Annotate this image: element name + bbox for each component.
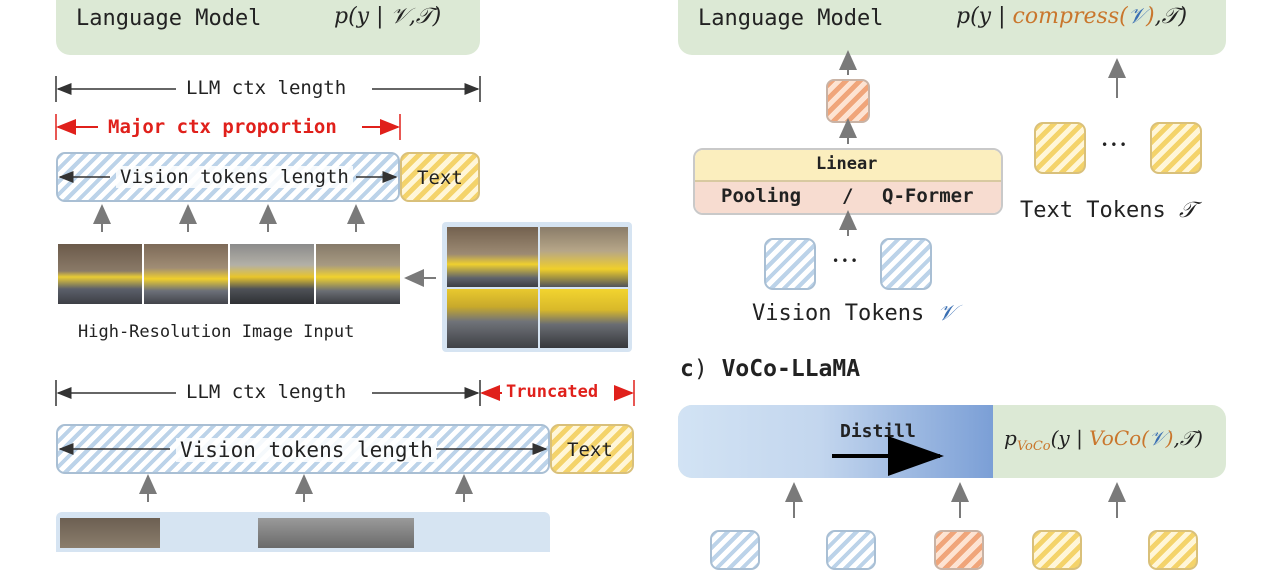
crop-up-arrows bbox=[93, 204, 365, 232]
hr-image-quad-tr bbox=[540, 227, 628, 287]
bottom-right-up-arrows bbox=[785, 482, 1126, 518]
vision-token-square-2 bbox=[880, 238, 932, 290]
text-token-label-2: Text bbox=[567, 439, 613, 461]
llm-ctx-length-label-2: LLM ctx length bbox=[182, 381, 351, 403]
voco-formula-open: (y | bbox=[1050, 426, 1090, 450]
arrows-overlay bbox=[55, 50, 1126, 518]
slash-label: / bbox=[842, 185, 854, 207]
hr-crop-4 bbox=[316, 244, 400, 304]
ctx-length-dimension-2 bbox=[55, 380, 481, 406]
left-language-model-label: Language Model bbox=[76, 6, 262, 31]
text-token-box-2 bbox=[550, 424, 634, 474]
section-c-paren: ) bbox=[693, 356, 708, 382]
section-c-heading: c) VoCo-LLaMA bbox=[680, 356, 860, 382]
qformer-label: Q-Former bbox=[882, 185, 974, 207]
text-tokens-dots: ••• bbox=[1101, 138, 1129, 152]
hr-crop-3 bbox=[230, 244, 314, 304]
formula-v: 𝒱 bbox=[1127, 4, 1147, 29]
formula-compress: compress( bbox=[1012, 4, 1128, 29]
hr-crop-1 bbox=[58, 244, 142, 304]
pooling-layer bbox=[695, 182, 1001, 213]
right-up-arrows bbox=[839, 50, 1126, 236]
hr-image-quad-br bbox=[540, 289, 628, 348]
formula-suffix: ,𝒯) bbox=[1154, 4, 1188, 29]
vision-tokens-symbol: 𝒱 bbox=[937, 301, 956, 326]
hr-image-quad-tl bbox=[447, 227, 538, 287]
vision-tokens-text: Vision Tokens bbox=[752, 301, 925, 326]
voco-formula: pVoCo(y | VoCo(𝒱),𝒯) bbox=[1004, 426, 1203, 454]
pooling-label: Pooling bbox=[721, 185, 802, 207]
voco-formula-v: 𝒱 bbox=[1148, 426, 1166, 450]
linear-layer bbox=[695, 150, 1001, 182]
hr-image-input-caption: High-Resolution Image Input bbox=[78, 322, 355, 342]
text-tokens-label: Text Tokens 𝒯 bbox=[1020, 198, 1196, 223]
bottom-image-2 bbox=[258, 518, 414, 548]
voco-llama-box bbox=[678, 405, 1226, 478]
formula-prefix: p(y | bbox=[956, 4, 1013, 29]
hr-image-quad-bl bbox=[447, 289, 538, 348]
text-token-square-2 bbox=[1150, 122, 1202, 174]
vision-token-square-1 bbox=[764, 238, 816, 290]
llm-ctx-length-label-1: LLM ctx length bbox=[182, 77, 351, 99]
section-c-letter: c bbox=[680, 356, 694, 382]
right-language-model-box bbox=[678, 0, 1226, 55]
truncated-dimension bbox=[480, 380, 635, 406]
text-token-square-1 bbox=[1034, 122, 1086, 174]
truncated-label: Truncated bbox=[504, 382, 601, 402]
left-language-model-box bbox=[56, 0, 480, 55]
major-ctx-dimension bbox=[55, 114, 401, 140]
text-token-label-1: Text bbox=[417, 167, 463, 189]
vision-tokens-label: Vision Tokens 𝒱 bbox=[752, 301, 956, 326]
section-c-title: VoCo-LLaMA bbox=[721, 356, 861, 382]
right-language-model-formula: p(y | compress(𝒱),𝒯) bbox=[956, 4, 1187, 29]
ctx-length-dimension-1 bbox=[55, 76, 481, 102]
bottom-image-1 bbox=[60, 518, 160, 548]
hr-crop-2 bbox=[144, 244, 228, 304]
bottom-left-up-arrows bbox=[139, 474, 473, 502]
left-language-model-formula: p(y | 𝒱,𝒯) bbox=[334, 4, 442, 29]
formula-compress-close: ) bbox=[1146, 4, 1155, 29]
voco-formula-p: p bbox=[1004, 426, 1017, 450]
text-tokens-text: Text Tokens bbox=[1020, 198, 1166, 223]
vision-tokens-length-label-1: Vision tokens length bbox=[116, 166, 353, 188]
voco-formula-voco: VoCo( bbox=[1089, 426, 1149, 450]
vision-tokens-dots: ••• bbox=[832, 254, 860, 268]
right-language-model-label: Language Model bbox=[698, 6, 884, 31]
voco-formula-sub: VoCo bbox=[1016, 439, 1051, 454]
vision-tokens-length-label-2: Vision tokens length bbox=[176, 438, 437, 462]
major-ctx-proportion-label: Major ctx proportion bbox=[104, 116, 341, 138]
voco-formula-end: ,𝒯) bbox=[1173, 426, 1203, 450]
linear-label: Linear bbox=[816, 154, 878, 174]
voco-formula-close: ) bbox=[1165, 426, 1174, 450]
text-tokens-symbol: 𝒯 bbox=[1178, 198, 1196, 223]
text-token-box-1 bbox=[400, 152, 480, 202]
